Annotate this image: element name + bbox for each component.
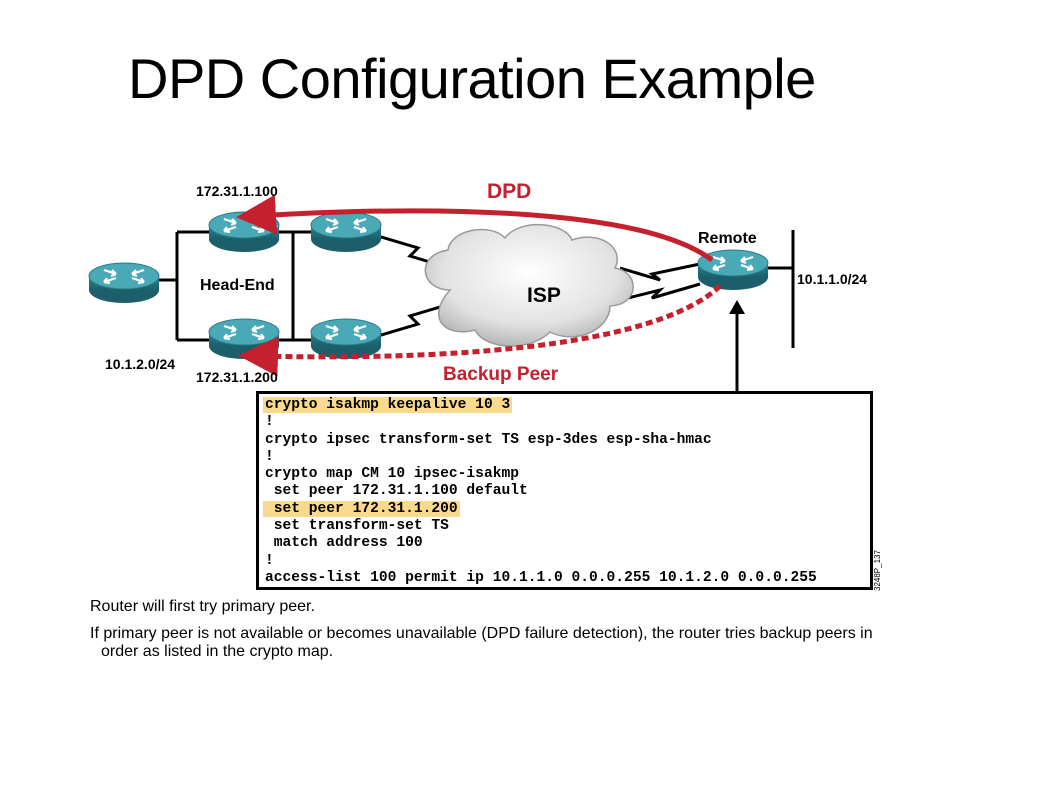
figure-id-tag: 3248P_137 [873, 550, 882, 591]
config-line: set transform-set TS [263, 518, 870, 535]
head-end-label: Head-End [200, 277, 275, 294]
backup-peer-label: Backup Peer [443, 364, 559, 385]
note-line: If primary peer is not available or beco… [90, 625, 873, 660]
config-line-text: set transform-set TS [265, 518, 449, 535]
backup-peer-arrow [238, 284, 722, 377]
config-line: crypto map CM 10 ipsec-isakmp [263, 466, 870, 483]
config-line: crypto ipsec transform-set TS esp-3des e… [263, 432, 870, 449]
config-line-text: match address 100 [265, 535, 423, 552]
config-line-text: ! [265, 448, 274, 465]
config-line-text: set peer 172.31.1.100 default [265, 483, 528, 500]
router-icon [207, 210, 281, 254]
config-line-text: set peer 172.31.1.200 [263, 500, 460, 517]
router-icon [207, 317, 281, 361]
router-icon [87, 261, 161, 305]
right-subnet-label: 10.1.1.0/24 [797, 271, 867, 287]
dpd-label: DPD [487, 180, 531, 203]
isp-label: ISP [527, 284, 561, 307]
config-line-text: access-list 100 permit ip 10.1.1.0 0.0.0… [265, 569, 817, 586]
primary-peer-ip: 172.31.1.100 [196, 183, 278, 199]
notes: Router will first try primary peer. If p… [90, 598, 910, 670]
config-line-text: crypto map CM 10 ipsec-isakmp [265, 466, 519, 483]
config-line: ! [263, 449, 870, 466]
network-diagram: 172.31.1.100 Head-End 10.1.2.0/24 172.31… [87, 180, 867, 391]
config-line-text: ! [265, 552, 274, 569]
config-line-highlighted: set peer 172.31.1.200 [263, 500, 870, 518]
note-line: Router will first try primary peer. [90, 598, 315, 615]
config-line-text: ! [265, 414, 274, 431]
serial-links [377, 234, 701, 338]
left-subnet-label: 10.1.2.0/24 [105, 356, 175, 372]
config-line: set peer 172.31.1.100 default [263, 483, 870, 500]
config-line: ! [263, 414, 870, 431]
config-line-text: crypto isakmp keepalive 10 3 [263, 397, 513, 413]
config-line: match address 100 [263, 535, 870, 552]
config-line: access-list 100 permit ip 10.1.1.0 0.0.0… [263, 570, 870, 587]
config-pointer-arrow [729, 300, 745, 391]
remote-lan [766, 230, 795, 348]
config-line-text: crypto ipsec transform-set TS esp-3des e… [265, 431, 712, 448]
config-line-highlighted: crypto isakmp keepalive 10 3 [263, 397, 870, 414]
remote-label: Remote [698, 230, 757, 247]
backup-peer-ip: 172.31.1.200 [196, 369, 278, 385]
page-title: DPD Configuration Example [128, 47, 816, 110]
config-code-block: crypto isakmp keepalive 10 3!crypto ipse… [256, 391, 873, 590]
router-icon [309, 210, 383, 254]
config-line: ! [263, 553, 870, 570]
router-icon [309, 317, 383, 361]
dpd-arrow [236, 194, 714, 263]
isp-cloud [424, 224, 634, 347]
